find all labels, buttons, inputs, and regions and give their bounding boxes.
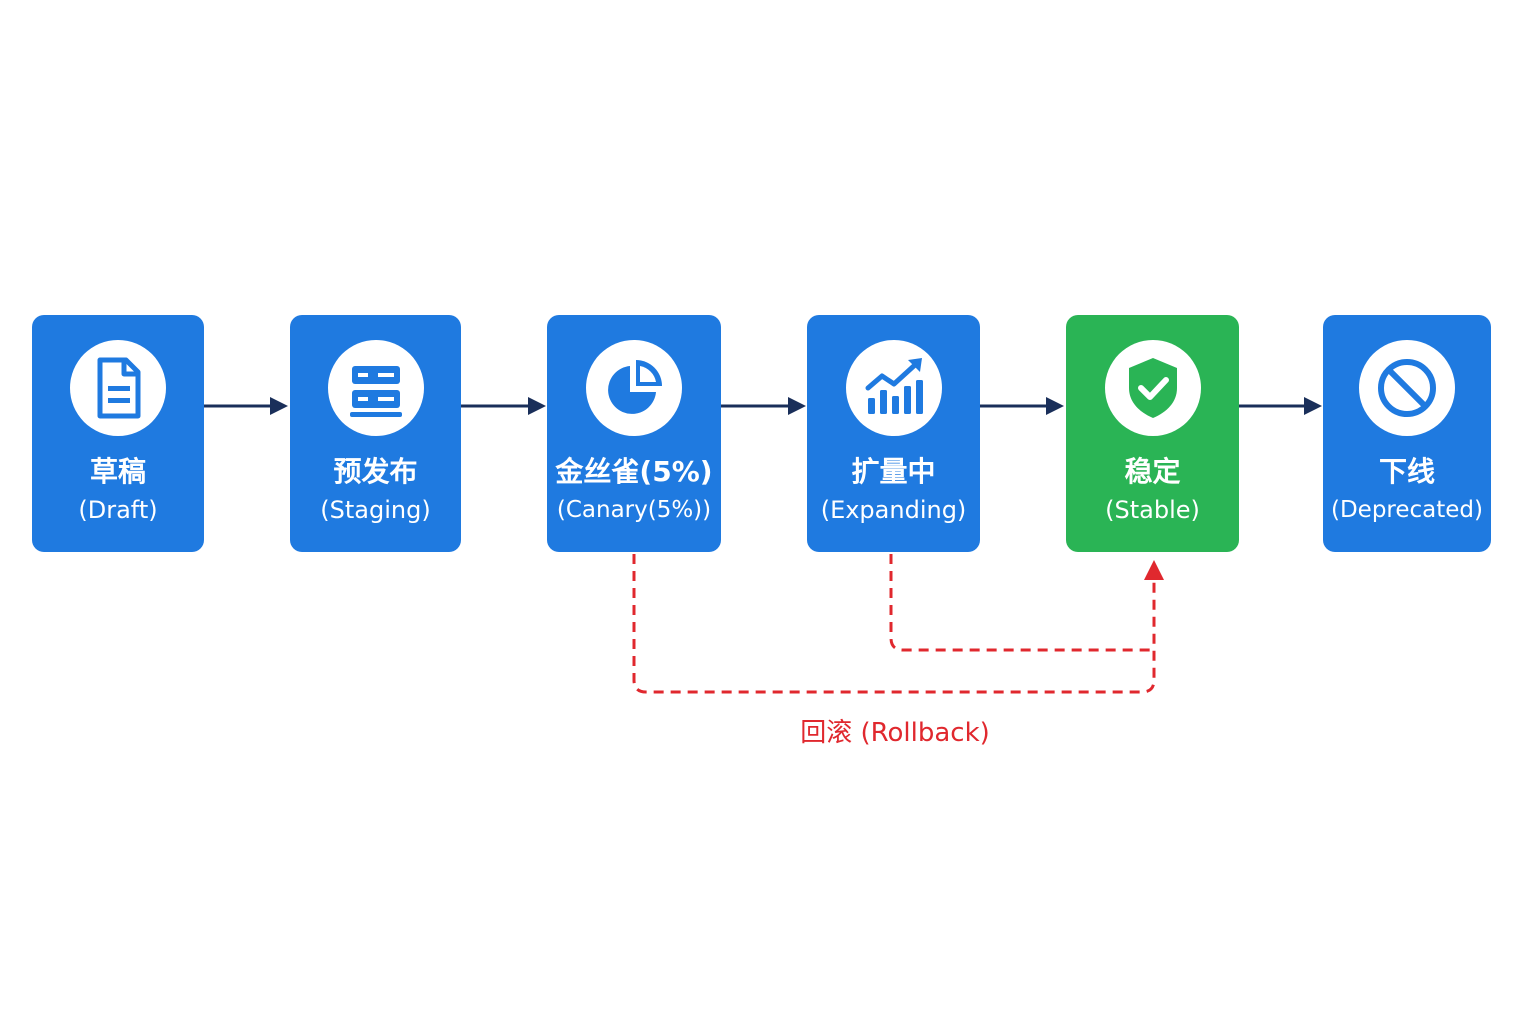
pie-chart-icon [586, 340, 682, 436]
document-icon [70, 340, 166, 436]
rollback-path-expanding [889, 554, 1154, 652]
stage-label-en: (Draft) [78, 496, 158, 524]
stage-canary: 金丝雀(5%) (Canary(5%)) [547, 315, 721, 552]
flow-arrow-staging-canary [461, 397, 546, 415]
stage-label-en: (Canary(5%)) [556, 497, 712, 523]
stage-label-cn: 金丝雀(5%) [555, 455, 713, 488]
flow-arrow-expanding-stable [980, 397, 1064, 415]
trending-chart-icon [845, 340, 942, 436]
stage-label-en: (Stable) [1105, 496, 1200, 524]
stage-draft: 草稿 (Draft) [32, 315, 204, 552]
server-icon [327, 340, 424, 436]
stage-staging: 预发布 (Staging) [290, 315, 461, 552]
rollback-path-canary [632, 554, 1156, 694]
stage-deprecated: 下线 (Deprecated) [1323, 315, 1491, 552]
stage-expanding: 扩量中 (Expanding) [807, 315, 980, 552]
stage-label-en: (Expanding) [820, 496, 967, 524]
prohibited-icon [1359, 340, 1455, 436]
stage-label-cn: 稳定 [1124, 455, 1181, 488]
rollback-arrowhead-icon [1144, 560, 1164, 580]
stage-label-en: (Deprecated) [1330, 497, 1483, 523]
stage-label-cn: 预发布 [333, 455, 418, 488]
stage-label-cn: 草稿 [89, 455, 146, 488]
stage-label-cn: 下线 [1378, 455, 1435, 488]
flow-arrow-stable-deprecated [1239, 397, 1322, 415]
stage-stable: 稳定 (Stable) [1066, 315, 1239, 552]
stage-label-cn: 扩量中 [851, 455, 936, 488]
rollback-label: 回滚 (Rollback) [800, 718, 990, 748]
stage-label-en: (Staging) [320, 496, 431, 524]
flow-arrow-draft-staging [204, 397, 288, 415]
shield-check-icon [1104, 340, 1201, 436]
flow-arrow-canary-expanding [721, 397, 806, 415]
